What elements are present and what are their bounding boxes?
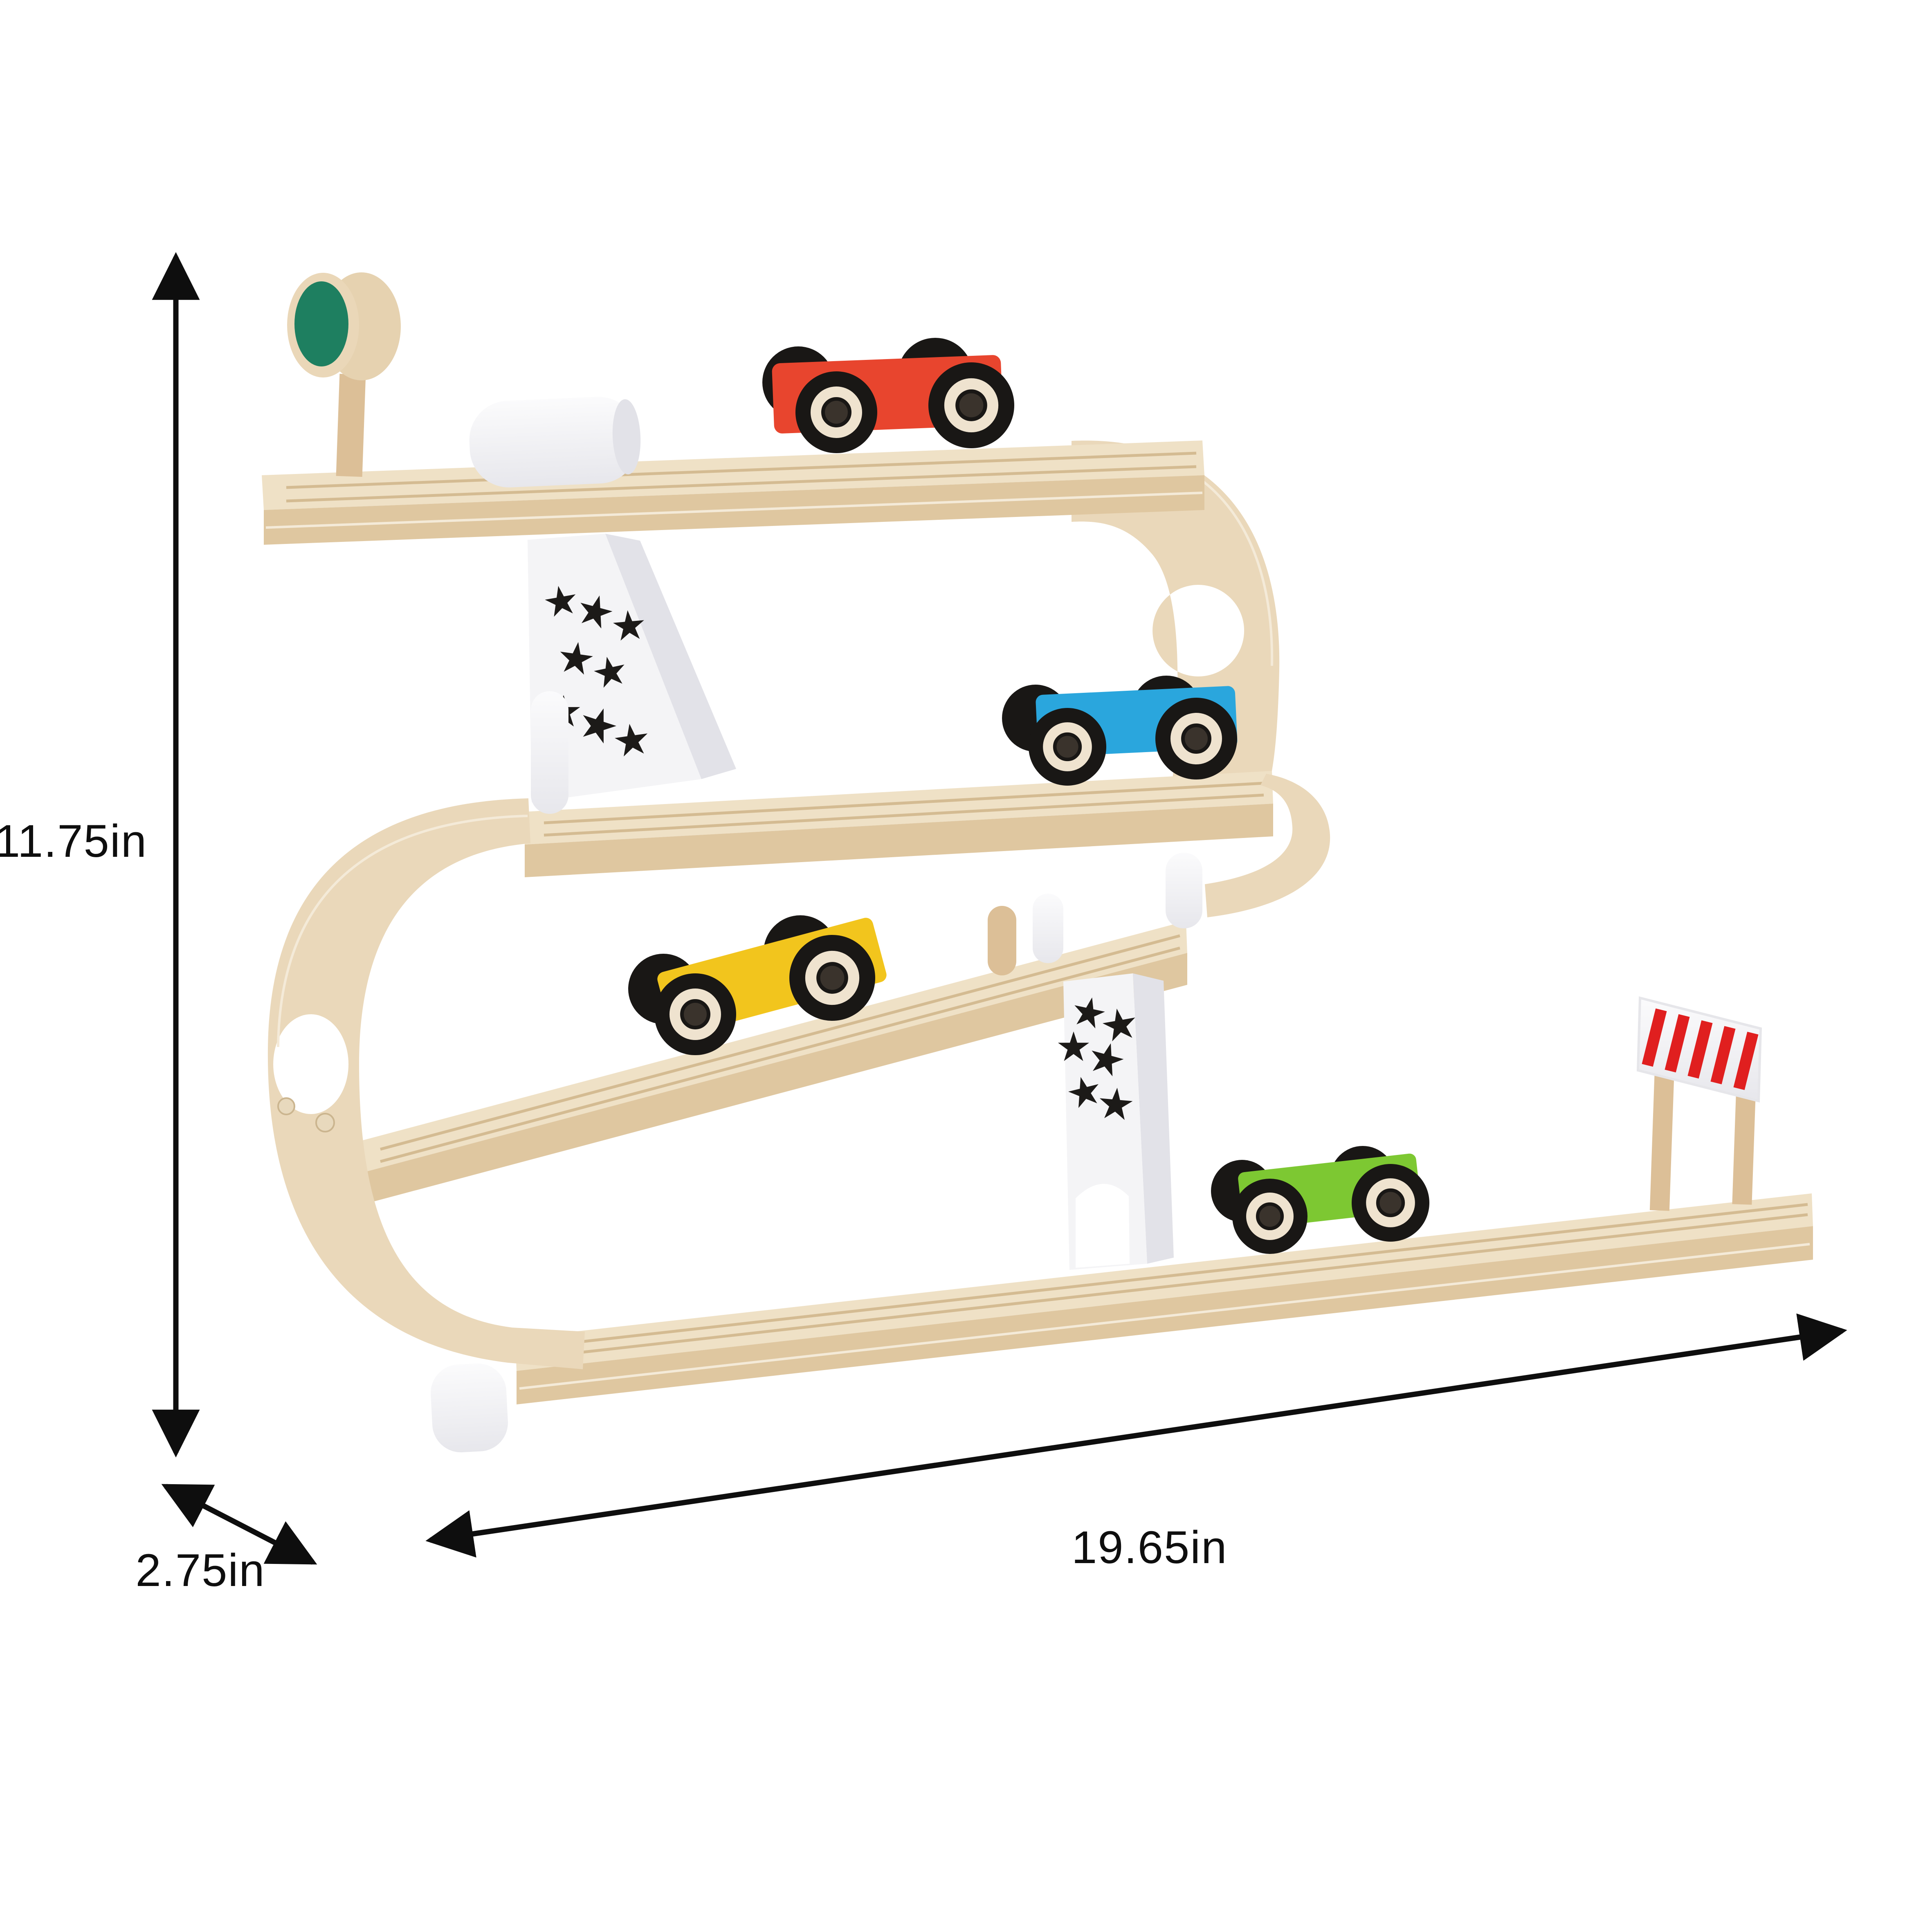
wood-peg <box>988 906 1016 975</box>
white-foot <box>431 1363 508 1453</box>
barrier-stripe <box>1710 1026 1736 1085</box>
dowel-icon <box>277 1097 295 1115</box>
track-level-1 <box>262 440 1204 545</box>
dowel-icon <box>315 1113 335 1132</box>
wheel-front <box>795 371 877 453</box>
toy-race-track <box>262 272 1813 1453</box>
white-peg <box>1033 894 1063 963</box>
barrier-post <box>1649 1067 1675 1211</box>
wheel-front <box>654 973 736 1055</box>
wheel-front <box>1155 698 1237 780</box>
tree-trunk <box>336 373 366 477</box>
star-support-lower <box>1058 973 1174 1270</box>
half-cylinder-block <box>469 397 641 487</box>
arch-cutout <box>1076 1184 1130 1268</box>
dimension-annotations: 11.75in 2.75in 19.65in <box>0 252 1847 1596</box>
tree-disc-green-face <box>294 281 348 366</box>
barrier-stripe <box>1665 1014 1690 1073</box>
wheel-front <box>789 935 875 1021</box>
wheel-front <box>1029 708 1106 786</box>
wheel-front <box>1232 1179 1307 1254</box>
finish-barrier <box>1636 996 1762 1211</box>
depth-label: 2.75in <box>135 1545 265 1596</box>
depth-arrow <box>161 1484 317 1565</box>
white-peg <box>1166 853 1202 928</box>
wheel-front <box>1352 1164 1429 1242</box>
tree-sign <box>287 272 401 477</box>
star-support-upper <box>528 534 736 802</box>
barrier-stripe <box>1642 1008 1667 1067</box>
wheel-front <box>928 362 1014 448</box>
track-level-2 <box>523 771 1273 877</box>
ramp-curve-left <box>267 798 585 1369</box>
red-car <box>762 338 1014 453</box>
white-peg <box>531 691 568 814</box>
length-arrow <box>425 1313 1847 1558</box>
barrier-stripe <box>1687 1020 1713 1079</box>
barrier-post <box>1732 1096 1756 1205</box>
barrier-stripe <box>1733 1031 1759 1090</box>
yellow-car <box>628 915 887 1055</box>
length-label: 19.65in <box>1072 1522 1227 1573</box>
blue-car <box>1002 676 1238 786</box>
height-label: 11.75in <box>0 815 147 867</box>
green-car <box>1211 1146 1429 1254</box>
track-level-3 <box>360 921 1187 1205</box>
ramp-curve-mid <box>1205 774 1330 917</box>
